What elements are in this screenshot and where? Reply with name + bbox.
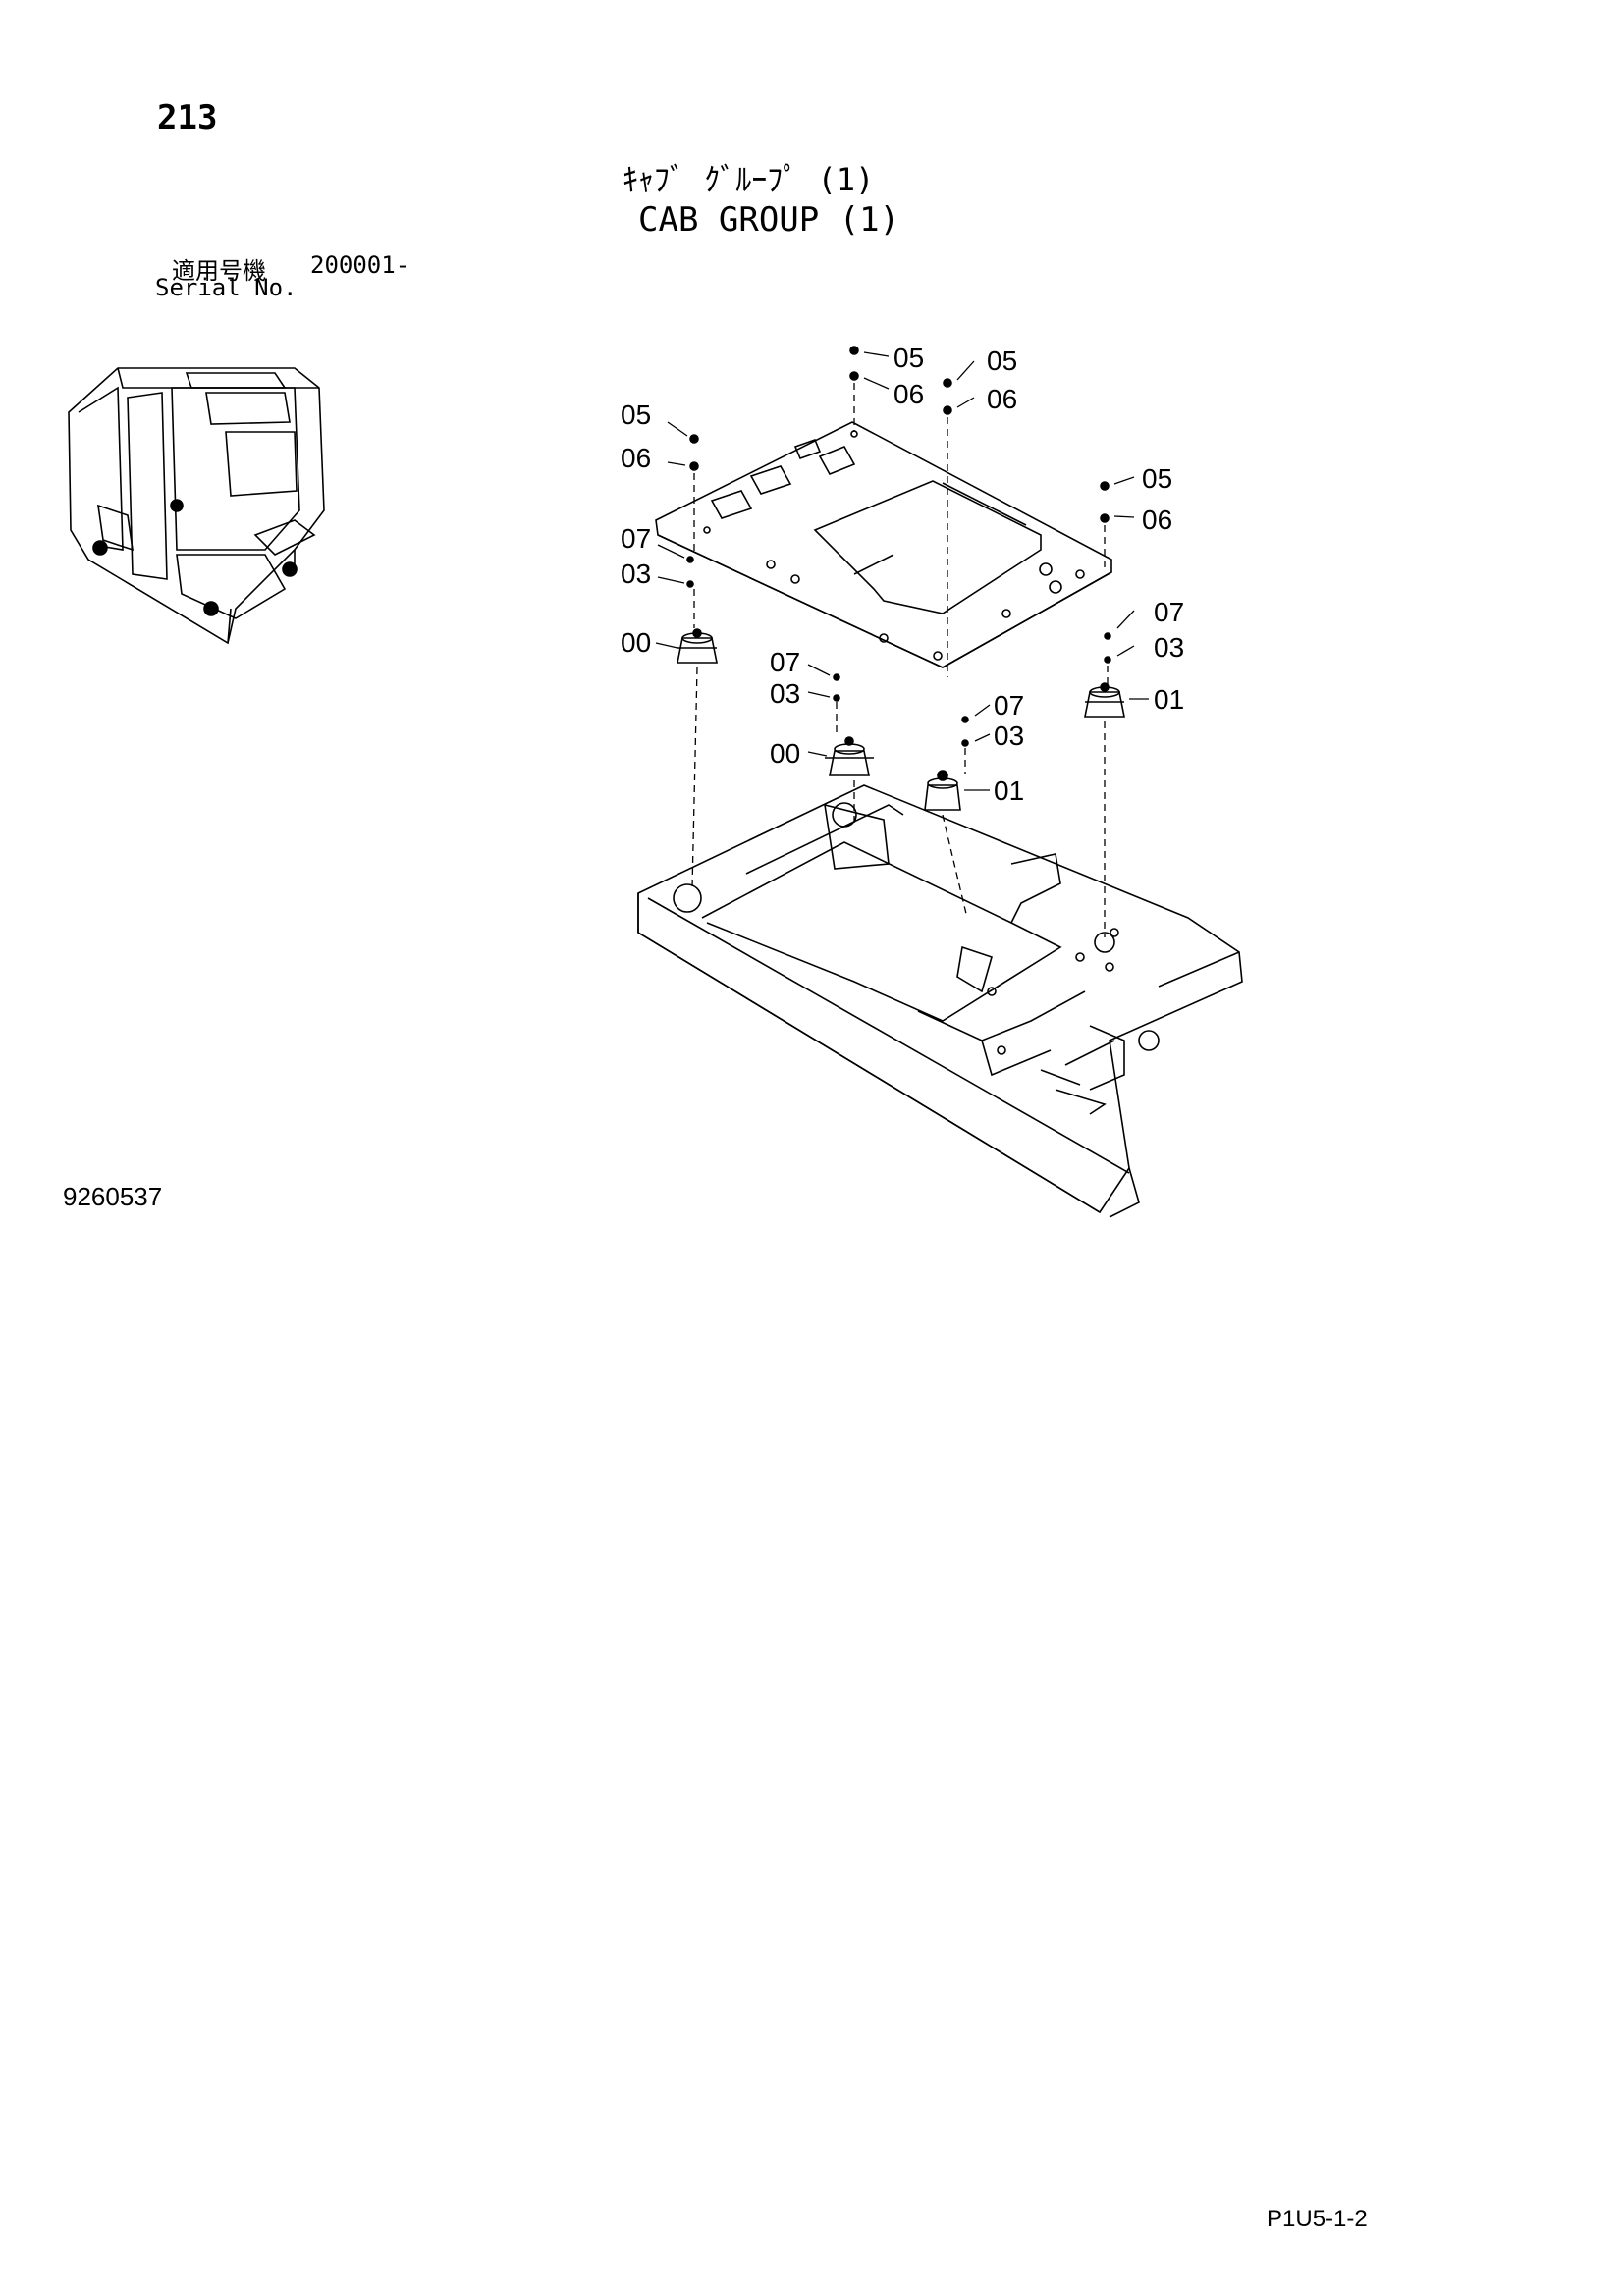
cab-mount-front-left xyxy=(677,628,718,664)
callout-label: 07 xyxy=(770,647,800,677)
serial-label-english: Serial No. xyxy=(155,274,298,301)
callout-labels: 05 06 05 06 05 06 05 06 07 03 00 07 03 0… xyxy=(621,343,1184,806)
page-number: 213 xyxy=(157,98,218,137)
callout-label: 03 xyxy=(994,721,1024,751)
callout-label: 07 xyxy=(994,690,1024,721)
title-japanese: ｷｬﾌﾞ ｸﾞﾙｰﾌﾟ (1) xyxy=(623,161,875,198)
callout-leaders xyxy=(655,351,1149,791)
callout-label: 05 xyxy=(621,400,651,430)
serial-number: 200001- xyxy=(310,251,410,279)
title-english: CAB GROUP (1) xyxy=(638,200,900,240)
callout-label: 05 xyxy=(987,346,1017,376)
callout-label: 06 xyxy=(893,379,924,409)
callout-label: 01 xyxy=(994,775,1024,806)
callout-label: 00 xyxy=(621,627,651,658)
main-frame xyxy=(637,784,1243,1218)
drawing-number: 9260537 xyxy=(63,1182,163,1211)
callout-label: 05 xyxy=(893,343,924,373)
callout-label: 06 xyxy=(987,384,1017,414)
callout-label: 07 xyxy=(621,523,651,554)
cab-mount-center-right xyxy=(924,770,961,811)
serial-label-japanese: 適用号機 xyxy=(172,257,266,285)
callout-label: 01 xyxy=(1154,684,1184,715)
callout-label: 03 xyxy=(770,678,800,709)
cab-keymap-illustration xyxy=(68,367,325,645)
fastener-markers xyxy=(686,346,1111,747)
cab-mount-center-left xyxy=(825,736,874,776)
assembly-lines xyxy=(691,383,1109,937)
floor-plate xyxy=(655,421,1112,668)
callout-label: 06 xyxy=(621,443,651,473)
callout-label: 00 xyxy=(770,738,800,769)
callout-label: 06 xyxy=(1142,505,1172,535)
cab-mount-rear-right xyxy=(1084,682,1125,718)
callout-label: 05 xyxy=(1142,463,1172,494)
callout-label: 07 xyxy=(1154,597,1184,627)
callout-label: 03 xyxy=(1154,632,1184,663)
page-code: P1U5-1-2 xyxy=(1267,2206,1368,2232)
callout-label: 03 xyxy=(621,559,651,589)
